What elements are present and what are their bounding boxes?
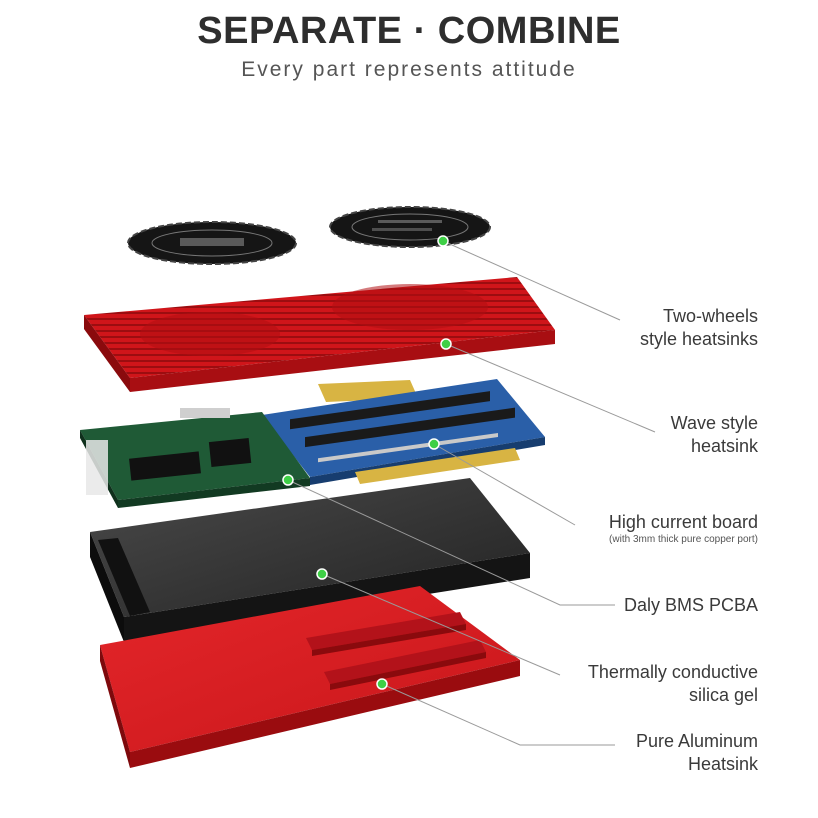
page-title: SEPARATE · COMBINE [197,10,621,52]
callout-daly-bms-pcba: Daly BMS PCBA [624,594,758,617]
callout-pure-aluminum-heatsink: Pure Aluminum Heatsink [636,730,758,776]
wave-style-heatsink [84,277,555,392]
callout-line1: Daly BMS PCBA [623,595,758,615]
callout-thermal-silica-gel: Thermally conductive silica gel [588,661,758,707]
marker-dots [282,235,452,690]
callout-line1: High current board [608,512,758,532]
callout-line1: Pure Aluminum [635,731,758,751]
callout-high-current-board: High current board (with 3mm thick pure … [609,511,758,546]
callout-note: (with 3mm thick pure copper port) [609,534,758,545]
high-current-board [262,379,545,485]
callout-line1: Two-wheels [662,306,758,326]
callout-lines [287,240,656,746]
callout-line2: heatsink [690,436,758,456]
callout-line1: Wave style [670,413,758,433]
callout-two-wheels-heatsinks: Two-wheels style heatsinks [640,305,758,351]
callout-line2: silica gel [688,685,758,705]
pure-aluminum-heatsink [100,586,520,768]
thermal-silica-gel [90,478,530,642]
callout-line1: Thermally conductive [587,662,758,682]
callout-line2: style heatsinks [639,329,758,349]
daly-bms-pcba [80,408,310,508]
two-wheel-heatsinks [127,206,491,265]
callout-wave-style-heatsink: Wave style heatsink [671,412,758,458]
page-subtitle: Every part represents attitude [241,58,577,81]
callout-line2: Heatsink [687,754,758,774]
